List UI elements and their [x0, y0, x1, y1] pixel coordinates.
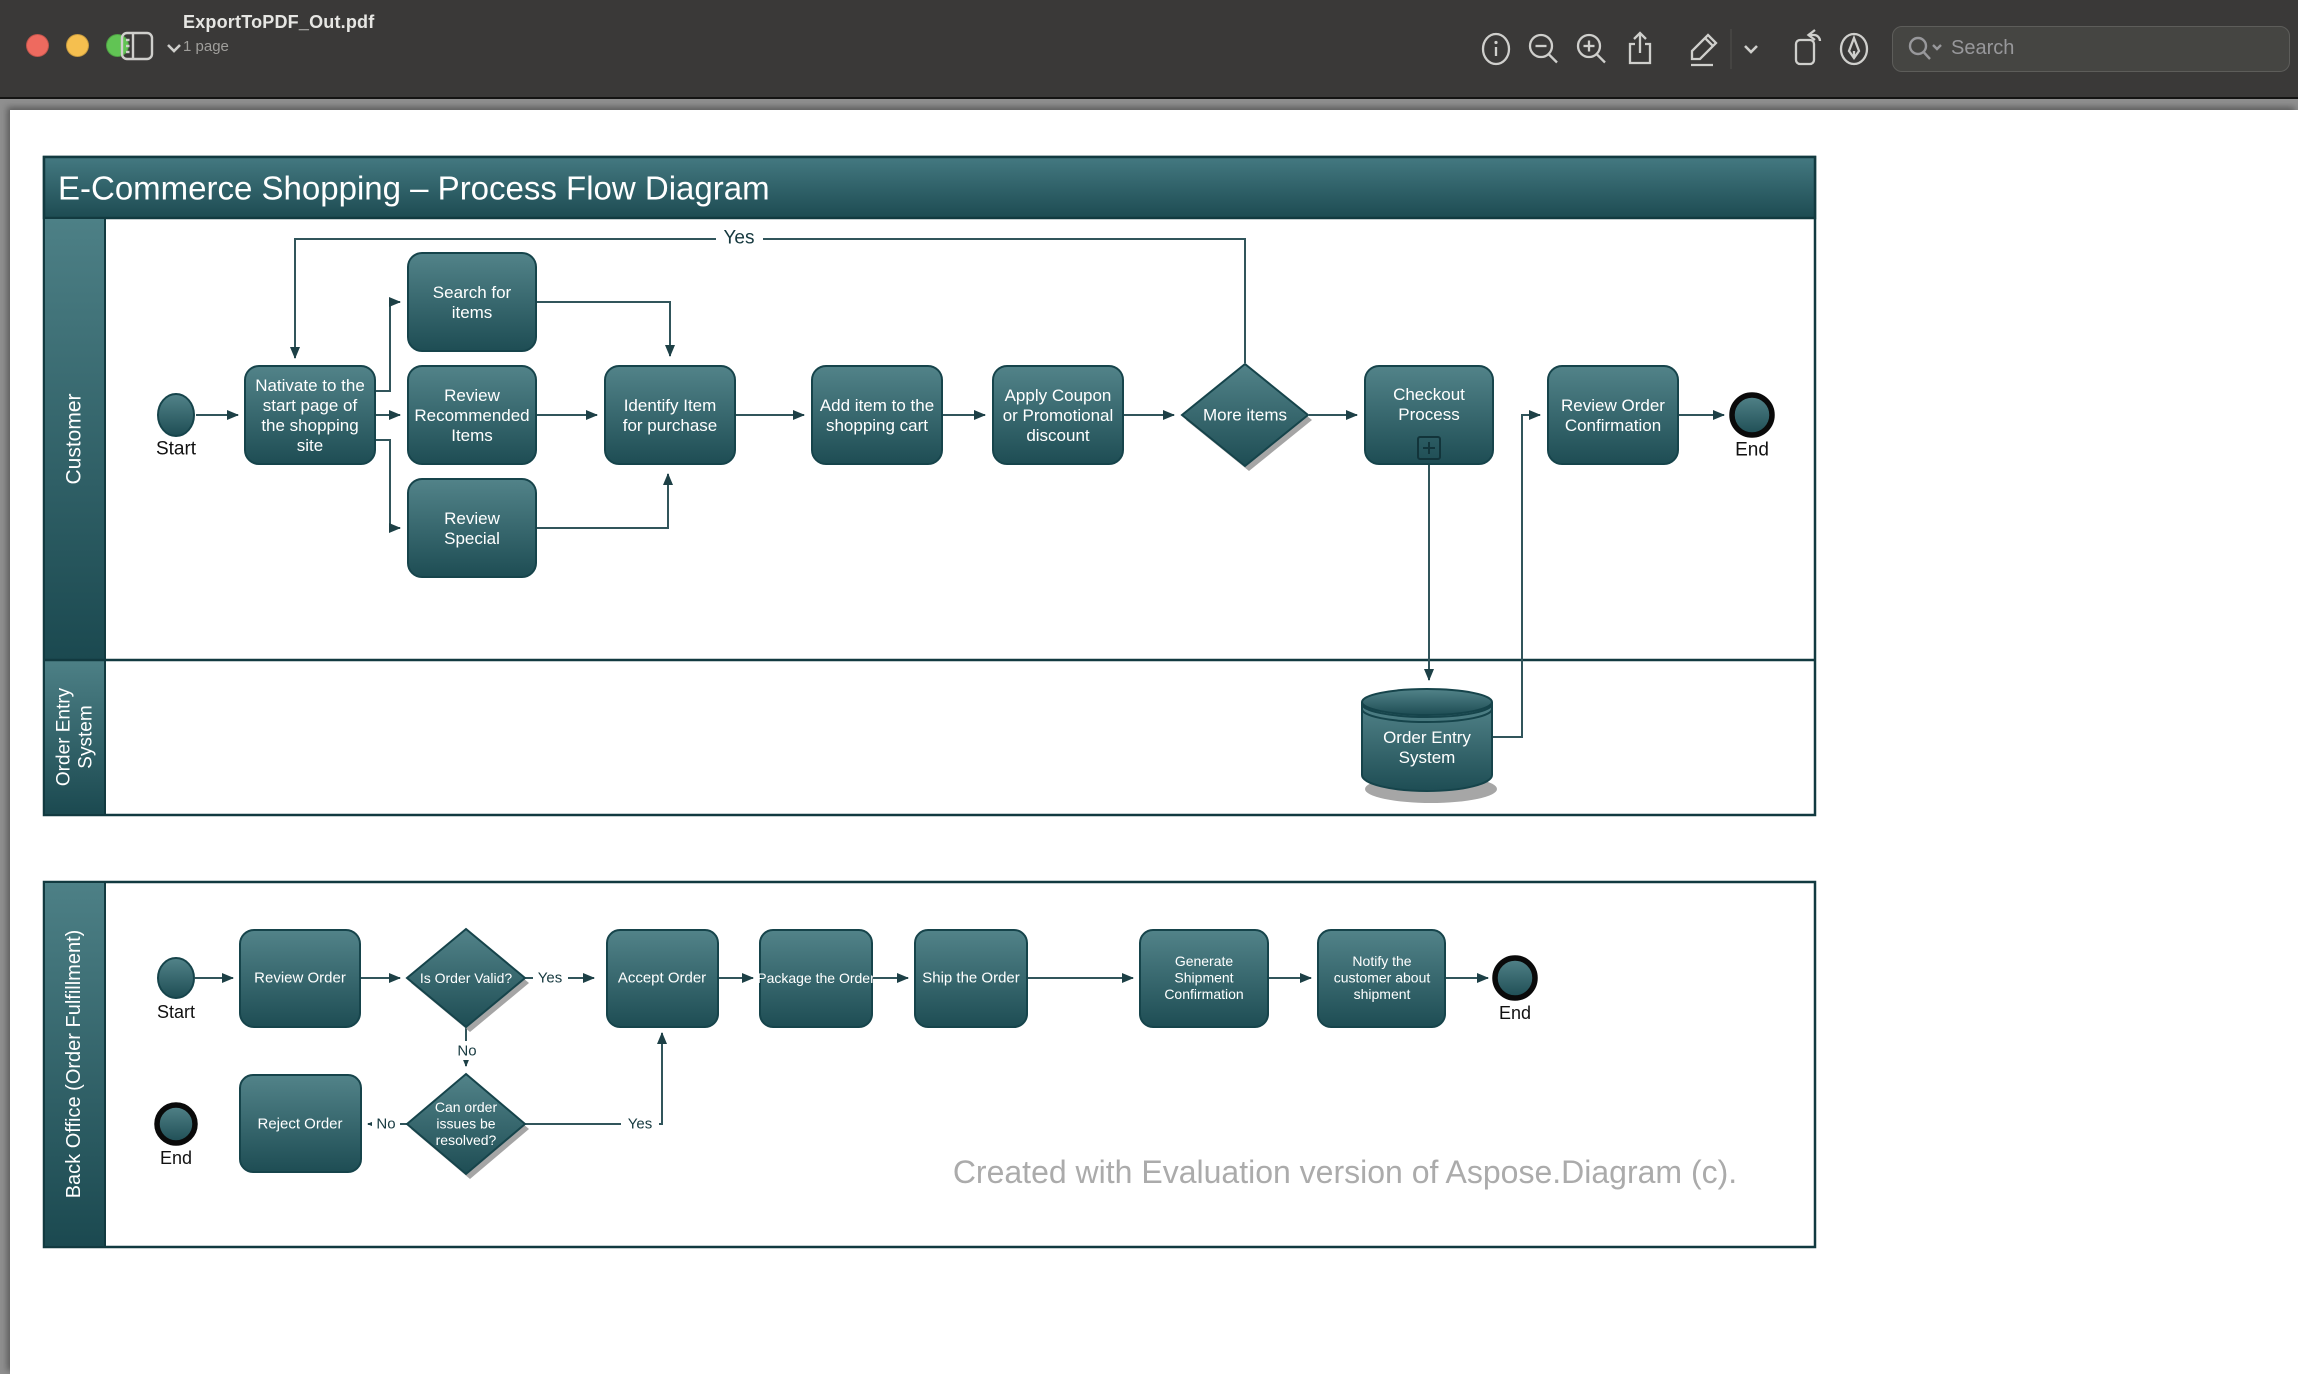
- svg-text:Start: Start: [156, 439, 197, 460]
- end-event-back-office-top: End: [1492, 955, 1538, 1023]
- pdf-page: E-Commerce Shopping – Process Flow Diagr…: [10, 110, 2298, 1374]
- sidebar-chevron-icon[interactable]: [166, 41, 182, 59]
- document-scroll-area[interactable]: E-Commerce Shopping – Process Flow Diagr…: [0, 99, 2298, 1374]
- close-button[interactable]: [26, 34, 49, 57]
- window-title: ExportToPDF_Out.pdf: [183, 12, 375, 32]
- pool1-connectors: [196, 238, 1725, 738]
- minimize-button[interactable]: [66, 34, 89, 57]
- svg-text:Yes: Yes: [538, 970, 562, 987]
- svg-text:No: No: [376, 1116, 395, 1133]
- info-icon[interactable]: [1472, 25, 1520, 73]
- svg-text:Ship the Order: Ship the Order: [922, 970, 1020, 987]
- traffic-lights: [26, 34, 129, 57]
- zoom-in-icon[interactable]: [1568, 25, 1616, 73]
- gateway-is-order-valid: Is Order Valid?: [405, 927, 529, 1032]
- pdf-canvas: E-Commerce Shopping – Process Flow Diagr…: [42, 155, 1817, 1249]
- pool1-title: E-Commerce Shopping – Process Flow Diagr…: [58, 170, 770, 207]
- svg-text:Is Order Valid?: Is Order Valid?: [420, 970, 513, 986]
- end-event-back-office-bottom: End: [154, 1102, 198, 1168]
- svg-text:More items: More items: [1203, 406, 1287, 425]
- titlebar: ExportToPDF_Out.pdf 1 page: [0, 0, 2298, 99]
- task-package-order: Package the Order: [757, 929, 875, 1028]
- start-event-back-office: Start: [157, 957, 195, 1022]
- svg-text:Review Order: Review Order: [254, 970, 346, 987]
- lane-label-order-entry-line1: Order Entry: [54, 687, 75, 786]
- task-accept-order: Accept Order: [606, 929, 719, 1028]
- search-icon: [1905, 34, 1945, 69]
- rotate-icon[interactable]: [1782, 25, 1830, 73]
- svg-text:End: End: [1499, 1003, 1531, 1023]
- pool-ecommerce: E-Commerce Shopping – Process Flow Diagr…: [42, 155, 1817, 817]
- start-event-customer: Start: [156, 393, 197, 460]
- lane-label-customer: Customer: [63, 393, 86, 484]
- search-input[interactable]: [1949, 26, 2283, 71]
- svg-text:Reject Order: Reject Order: [257, 1116, 342, 1133]
- sketch-pen-icon[interactable]: [1830, 25, 1878, 73]
- end-event-customer: End: [1729, 392, 1775, 461]
- pool2-edge-labels: Yes No No Yes: [372, 968, 659, 1134]
- task-review-order: Review Order: [239, 929, 361, 1028]
- edge-label-yes-loop: Yes: [716, 227, 763, 249]
- lane-label-order-entry-line2: System: [76, 705, 97, 768]
- gateway-more-items: More items: [1180, 362, 1312, 471]
- svg-text:Start: Start: [157, 1002, 195, 1022]
- evaluation-watermark: Created with Evaluation version of Aspos…: [953, 1154, 1737, 1190]
- markup-chevron-icon[interactable]: [1736, 25, 1766, 73]
- toolbar-divider: [1730, 28, 1732, 69]
- search-field[interactable]: [1892, 25, 2290, 72]
- svg-text:No: No: [457, 1043, 476, 1060]
- zoom-out-icon[interactable]: [1520, 25, 1568, 73]
- subprocess-plus-icon: [1417, 436, 1441, 460]
- svg-text:End: End: [160, 1148, 192, 1168]
- task-reject-order: Reject Order: [239, 1074, 362, 1173]
- task-ship-order: Ship the Order: [914, 929, 1028, 1028]
- markup-pencil-icon[interactable]: [1678, 25, 1726, 73]
- svg-text:Accept Order: Accept Order: [618, 970, 706, 987]
- svg-text:Package the Order: Package the Order: [757, 970, 875, 986]
- lane-label-back-office: Back Office (Order Fulfillment): [63, 930, 85, 1199]
- svg-text:Yes: Yes: [724, 228, 755, 249]
- share-icon[interactable]: [1616, 25, 1664, 73]
- sidebar-toggle-icon[interactable]: [120, 30, 158, 69]
- toolbar: [1472, 0, 2298, 97]
- svg-text:End: End: [1735, 440, 1769, 461]
- pool2-nodes: Start Review Order Is Order Valid? Accep…: [154, 927, 1538, 1179]
- svg-text:Yes: Yes: [628, 1116, 652, 1133]
- window-subtitle: 1 page: [183, 38, 229, 55]
